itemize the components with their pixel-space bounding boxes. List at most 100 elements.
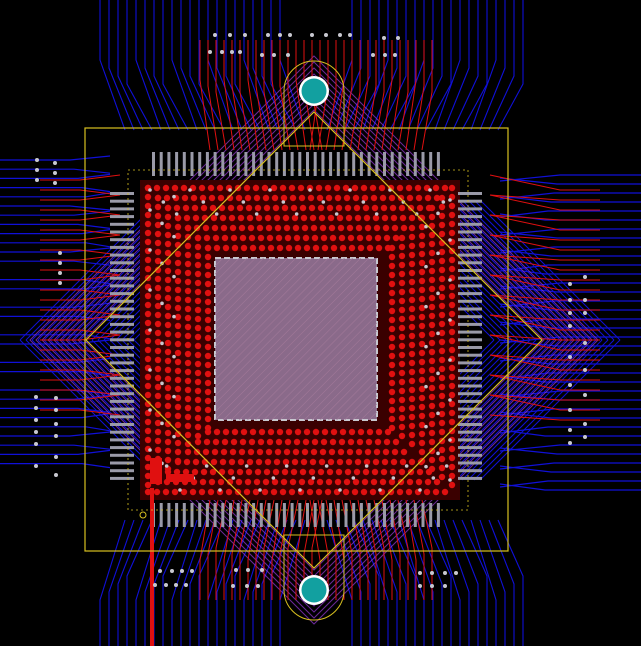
- test-point-via: [238, 50, 242, 54]
- pin-pad-right: [458, 353, 482, 357]
- bga-ball: [204, 271, 212, 279]
- via: [160, 301, 164, 306]
- pin-pad-right: [458, 322, 482, 326]
- bga-ball: [388, 343, 396, 351]
- top-trace-top: [223, 40, 235, 151]
- bga-ball: [154, 311, 162, 319]
- top-trace-right: [489, 194, 600, 211]
- bottom-trace-right: [499, 246, 641, 254]
- bga-ball: [428, 456, 436, 464]
- bga-ball: [344, 204, 352, 212]
- bga-ball: [448, 310, 456, 318]
- bga-ball: [301, 448, 309, 456]
- bga-ball: [164, 366, 172, 374]
- bga-ball: [284, 234, 292, 242]
- bottom-trace-left: [0, 168, 111, 174]
- bga-ball: [154, 365, 162, 373]
- bga-ball: [428, 276, 436, 284]
- test-point-via: [35, 168, 39, 172]
- bga-ball: [144, 400, 152, 408]
- thermal-hatch: [214, 257, 224, 267]
- bga-ball: [204, 352, 212, 360]
- bga-ball: [288, 184, 296, 192]
- pin-pad-top: [167, 152, 171, 176]
- bottom-trace-bottom: [144, 519, 171, 646]
- bga-ball: [244, 194, 252, 202]
- bga-ball: [428, 465, 436, 473]
- bga-ball: [184, 440, 192, 448]
- bga-ball: [346, 448, 354, 456]
- bga-ball: [174, 259, 182, 267]
- test-point-via: [208, 50, 212, 54]
- bga-ball: [418, 439, 426, 447]
- via: [441, 200, 446, 204]
- pin-pad-top: [413, 152, 417, 176]
- bga-ball: [379, 478, 387, 486]
- bga-ball: [144, 391, 152, 399]
- bga-ball: [408, 341, 416, 349]
- bottom-trace-top: [108, 0, 135, 131]
- bga-ball: [174, 430, 182, 438]
- mount-hole-layer[interactable]: [283, 60, 345, 621]
- bottom-trace-diag: [473, 199, 615, 341]
- bga-ball: [315, 488, 323, 496]
- pin-pad-left: [110, 369, 134, 373]
- bga-ball: [355, 448, 363, 456]
- thermal-hatch: [214, 257, 240, 283]
- pin-pad-right: [458, 315, 482, 319]
- top-trace-left: [40, 269, 121, 276]
- bottom-trace-right: [499, 480, 641, 488]
- bga-ball: [297, 184, 305, 192]
- thermal-hatch: [214, 257, 337, 380]
- bottom-trace-bottom: [443, 519, 470, 646]
- bottom-trace-diag: [467, 339, 609, 481]
- top-trace-right: [489, 354, 600, 361]
- top-trace-right: [489, 394, 600, 401]
- test-point-via: [568, 355, 572, 359]
- test-point-via: [272, 53, 276, 57]
- bga-ball: [144, 319, 152, 327]
- bga-ball: [194, 405, 202, 413]
- bottom-trace-right: [499, 213, 641, 221]
- bga-ball: [249, 428, 257, 436]
- bga-ball: [320, 234, 328, 242]
- bottom-trace-top: [252, 0, 279, 131]
- test-point-via: [190, 569, 194, 573]
- bga-ball: [174, 457, 182, 465]
- bga-ball: [184, 296, 192, 304]
- via: [448, 358, 452, 362]
- bga-ball: [174, 412, 182, 420]
- test-point-via: [348, 33, 352, 37]
- bga-ball: [164, 420, 172, 428]
- bga-ball: [184, 287, 192, 295]
- mount-hole-bottom[interactable]: [299, 575, 329, 605]
- mount-hole-top[interactable]: [299, 76, 329, 106]
- bga-ball: [398, 261, 406, 269]
- bga-ball: [162, 184, 170, 192]
- bga-ball: [363, 214, 371, 222]
- bga-ball: [248, 234, 256, 242]
- via: [378, 488, 382, 492]
- test-point-via: [34, 406, 38, 410]
- bottom-trace-bottom: [371, 519, 398, 646]
- bga-ball: [154, 329, 162, 337]
- bga-ball: [414, 184, 422, 192]
- bga-ball: [408, 368, 416, 376]
- pin-pad-bottom: [344, 503, 348, 527]
- bga-ball: [334, 478, 342, 486]
- top-trace-left: [40, 174, 121, 181]
- bga-ball: [248, 438, 256, 446]
- bga-ball: [154, 293, 162, 301]
- pin-pad-bottom: [313, 503, 317, 527]
- bga-ball: [272, 468, 280, 476]
- bga-ball: [330, 428, 338, 436]
- bga-ball: [220, 448, 228, 456]
- bottom-trace-right: [499, 285, 641, 293]
- bga-ball: [388, 370, 396, 378]
- bga-ball: [438, 248, 446, 256]
- test-point-via: [53, 181, 57, 185]
- pin-pad-right: [458, 407, 482, 411]
- bga-ball: [200, 468, 208, 476]
